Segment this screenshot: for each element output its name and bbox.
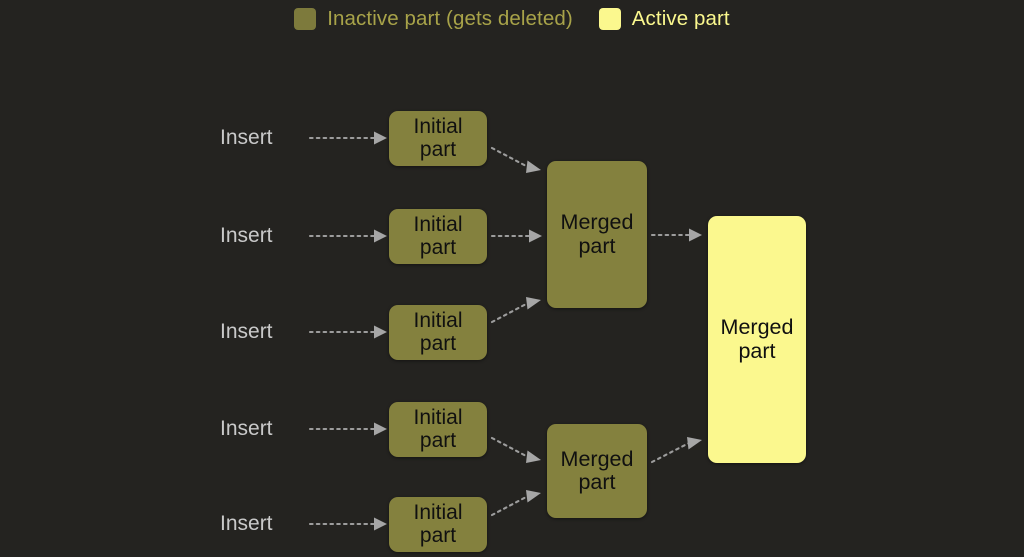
edge-initial-5-to-merged-bottom bbox=[490, 490, 541, 517]
edge-insert-to-initial-3 bbox=[308, 325, 387, 339]
legend: Inactive part (gets deleted) Active part bbox=[0, 8, 1024, 30]
node-label-line2: part bbox=[578, 233, 616, 258]
insert-label-5: Insert bbox=[220, 512, 273, 535]
edge-initial-2-to-merged-top bbox=[490, 229, 542, 243]
edge-insert-to-initial-5 bbox=[308, 517, 387, 531]
node-label-line2: part bbox=[419, 428, 457, 452]
insert-label-2: Insert bbox=[220, 224, 273, 247]
legend-label-inactive: Inactive part (gets deleted) bbox=[327, 6, 573, 30]
node-label-line1: Merged bbox=[720, 315, 794, 340]
node-label-line1: Initial bbox=[413, 500, 463, 524]
node-label-line1: Merged bbox=[560, 446, 634, 471]
node-label-line1: Initial bbox=[413, 405, 463, 429]
node-label-line2: part bbox=[738, 338, 776, 363]
edge-insert-to-initial-1 bbox=[308, 131, 387, 145]
edge-merged-bottom-to-final bbox=[650, 437, 702, 464]
edge-initial-3-to-merged-top bbox=[490, 297, 541, 324]
node-label-line2: part bbox=[419, 235, 457, 259]
node-label-line2: part bbox=[419, 137, 457, 161]
edge-initial-1-to-merged-top bbox=[490, 146, 541, 173]
legend-label-active: Active part bbox=[631, 6, 730, 30]
node-label-line1: Initial bbox=[413, 308, 463, 332]
inactive-swatch-icon bbox=[294, 8, 317, 30]
edge-merged-top-to-final bbox=[650, 228, 702, 242]
legend-item-inactive: Inactive part (gets deleted) bbox=[294, 8, 573, 30]
node-label-line1: Merged bbox=[560, 210, 634, 235]
insert-label-1: Insert bbox=[220, 126, 273, 149]
node-label-line2: part bbox=[419, 331, 457, 355]
edge-initial-4-to-merged-bottom bbox=[490, 436, 541, 463]
legend-item-active: Active part bbox=[598, 6, 730, 30]
edge-insert-to-initial-2 bbox=[308, 229, 387, 243]
node-label-line1: Initial bbox=[413, 212, 463, 236]
insert-label-4: Insert bbox=[220, 417, 273, 440]
active-swatch-icon bbox=[598, 8, 621, 30]
node-label-line2: part bbox=[419, 523, 457, 547]
insert-label-3: Insert bbox=[220, 320, 273, 343]
node-label-line2: part bbox=[578, 470, 616, 494]
edge-insert-to-initial-4 bbox=[308, 422, 387, 436]
node-label-line1: Initial bbox=[413, 114, 463, 138]
